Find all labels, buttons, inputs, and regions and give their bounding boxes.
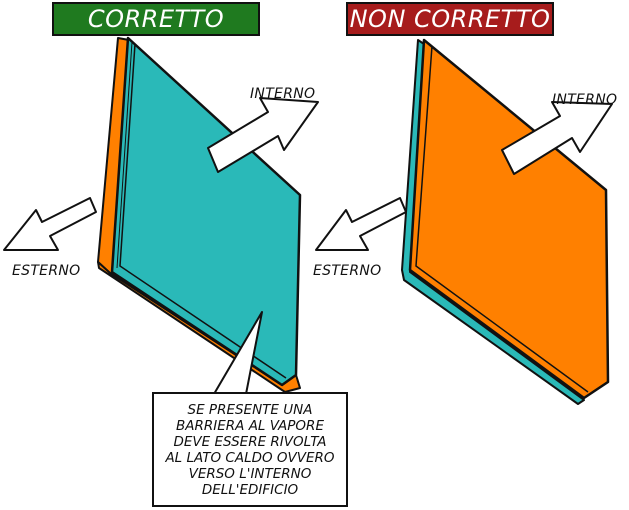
vapor-barrier-note-text: SE PRESENTE UNA BARRIERA AL VAPORE DEVE … [165,401,335,498]
right-panel [315,38,613,405]
left-barrier-inner-edge [116,41,133,269]
right-insulation-face [408,38,610,400]
vapor-barrier-note: SE PRESENTE UNA BARRIERA AL VAPORE DEVE … [152,392,348,507]
incorrect-banner: NON CORRETTO [346,2,554,36]
left-interno-label: INTERNO [250,86,316,102]
left-barrier-edge [119,43,287,379]
left-vapor-barrier [110,36,302,387]
correct-banner-label: CORRETTO [87,5,225,33]
incorrect-banner-label: NON CORRETTO [349,5,551,33]
right-esterno-arrow [315,197,407,251]
left-insulation-bottom [97,261,301,393]
right-interno-arrow [501,101,613,175]
left-esterno-arrow [3,197,97,251]
left-interno-arrow [207,97,319,173]
right-insulation-edge [415,45,589,393]
left-esterno-label: ESTERNO [12,263,81,279]
right-interno-label: INTERNO [552,92,618,108]
right-esterno-label: ESTERNO [313,263,382,279]
correct-banner: CORRETTO [52,2,260,36]
left-panel [3,36,319,393]
